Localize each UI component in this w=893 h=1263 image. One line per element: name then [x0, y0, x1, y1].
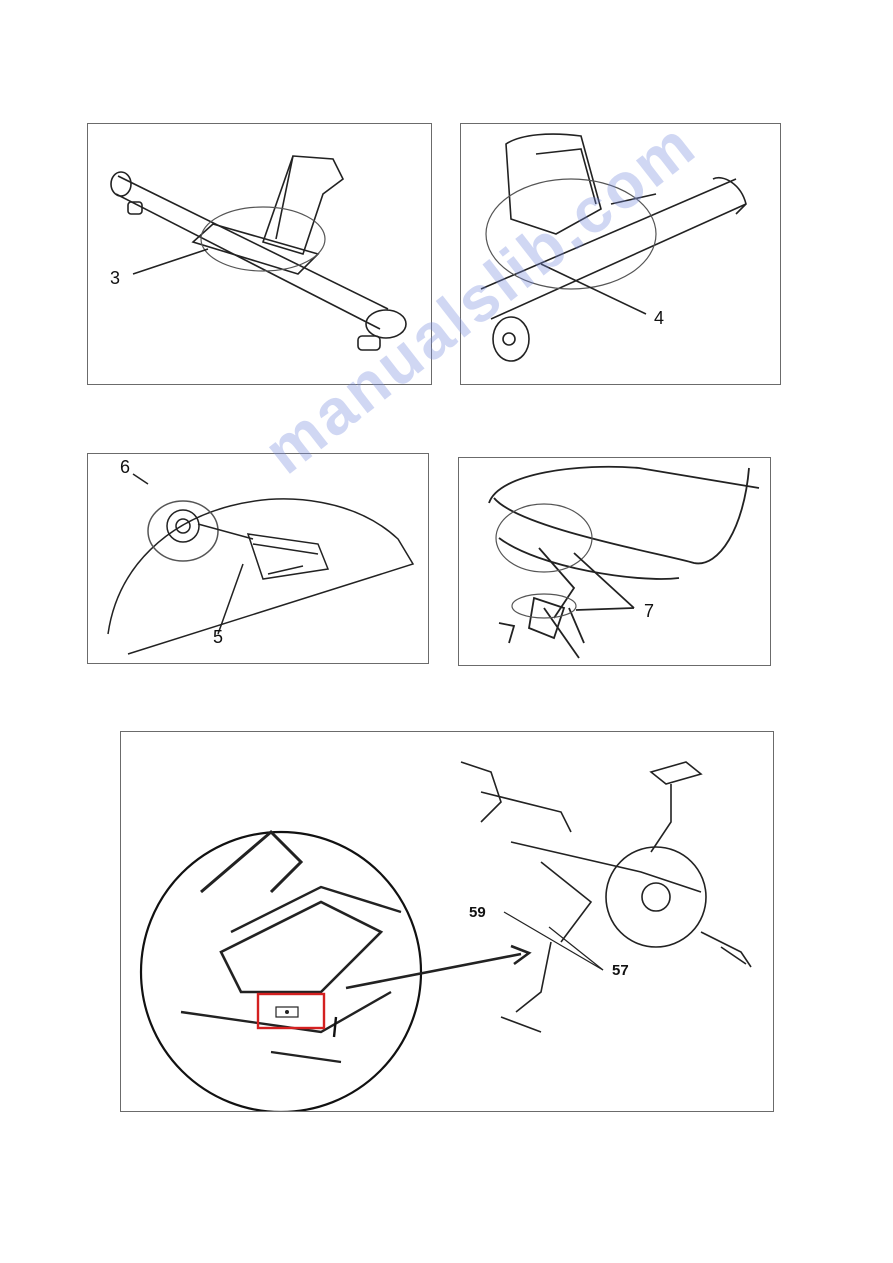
highlight-box — [258, 994, 324, 1028]
full-bike-drawing — [121, 732, 774, 1112]
callout-7: 7 — [644, 601, 654, 622]
figure-full-bike: 59 57 — [120, 731, 774, 1112]
callout-5: 5 — [213, 627, 223, 648]
callout-6: 6 — [120, 457, 130, 478]
figure-pedal: 6 5 — [87, 453, 429, 664]
pedal-drawing — [88, 454, 429, 664]
handlebar-drawing — [459, 458, 771, 666]
callout-4: 4 — [654, 308, 664, 329]
callout-3: 3 — [110, 268, 120, 289]
callout-59: 59 — [469, 904, 486, 921]
callout-57: 57 — [612, 962, 629, 979]
figure-handlebar: 7 — [458, 457, 771, 666]
